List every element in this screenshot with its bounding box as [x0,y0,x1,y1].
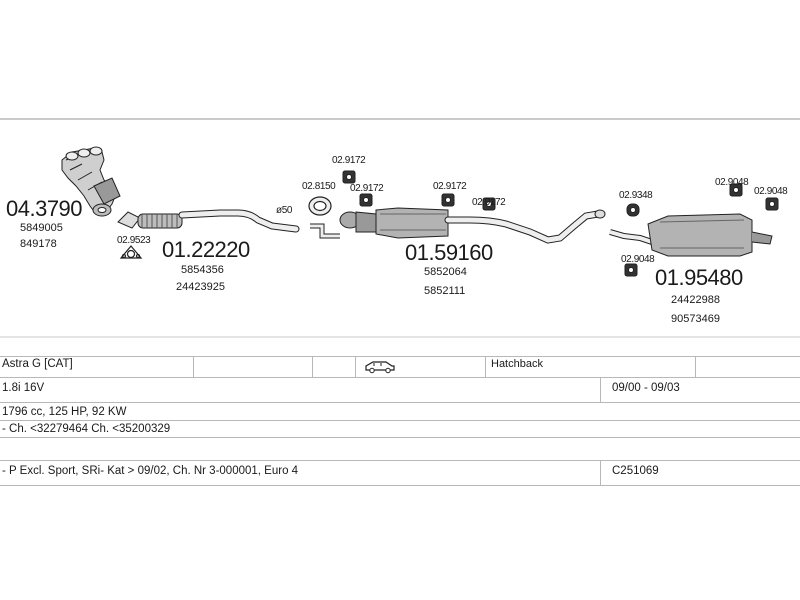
front-pipe-ref-2: 24423925 [176,281,225,293]
table-line [0,485,800,486]
ring-code: 02.8150 [302,181,336,192]
specs-cell: 1796 cc, 125 HP, 92 KW [2,406,127,418]
table-line [0,420,800,421]
manifold-code: 04.3790 [6,196,82,221]
manifold-ref-2: 849178 [20,238,57,250]
hanger-4-code: 02.9172 [472,197,506,208]
gasket-a-code: 02.9523 [117,235,151,246]
table-line [0,437,800,438]
hanger-3-code: 02.9172 [433,181,467,192]
hanger-icons-middle [342,170,496,211]
gasket-a-illustration [119,245,143,259]
table-line [0,402,800,403]
reference-cell: C251069 [612,465,659,477]
body-type-cell: Hatchback [491,358,543,370]
table-line [0,356,800,357]
table-divider [485,356,486,377]
hanger-icons-rear [624,183,779,277]
hanger-1-code: 02.9172 [332,155,366,166]
table-divider [695,356,696,377]
car-icon [365,361,395,374]
table-divider [312,356,313,377]
hanger-6-code: 02.9048 [715,177,749,188]
middle-silencer-illustration [310,207,606,244]
engine-cell: 1.8i 16V [2,382,45,394]
hanger-7-code: 02.9048 [754,186,788,197]
table-line [0,377,800,378]
middle-ref-1: 5852064 [424,266,467,278]
front-pipe-ref-1: 5854356 [181,264,224,276]
manifold-ref-1: 5849005 [20,222,63,234]
ring-illustration [308,196,332,216]
chassis-cell: - Ch. <32279464 Ch. <35200329 [2,423,171,435]
manifold-illustration [61,146,121,217]
hanger-2-code: 02.9172 [350,183,384,194]
table-divider [600,460,601,485]
rear-silencer-illustration [609,213,773,257]
rear-ref-1: 24422988 [671,294,720,306]
table-divider [600,377,601,402]
table-line [0,460,800,461]
hanger-8-code: 02.9048 [621,254,655,265]
middle-ref-2: 5852111 [424,285,465,297]
front-pipe-illustration [117,209,300,233]
notes-cell: - P Excl. Sport, SRi- Kat > 09/02, Ch. N… [2,465,299,477]
rear-code: 01.95480 [655,265,743,290]
diameter-label: ø50 [276,205,293,216]
table-divider [193,356,194,377]
rear-ref-2: 90573469 [671,313,720,325]
years-cell: 09/00 - 09/03 [612,382,680,394]
hanger-5-code: 02.9348 [619,190,653,201]
model-cell: Astra G [CAT] [2,358,73,370]
middle-code: 01.59160 [405,240,493,265]
front-pipe-code: 01.22220 [162,237,250,262]
table-divider [355,356,356,377]
